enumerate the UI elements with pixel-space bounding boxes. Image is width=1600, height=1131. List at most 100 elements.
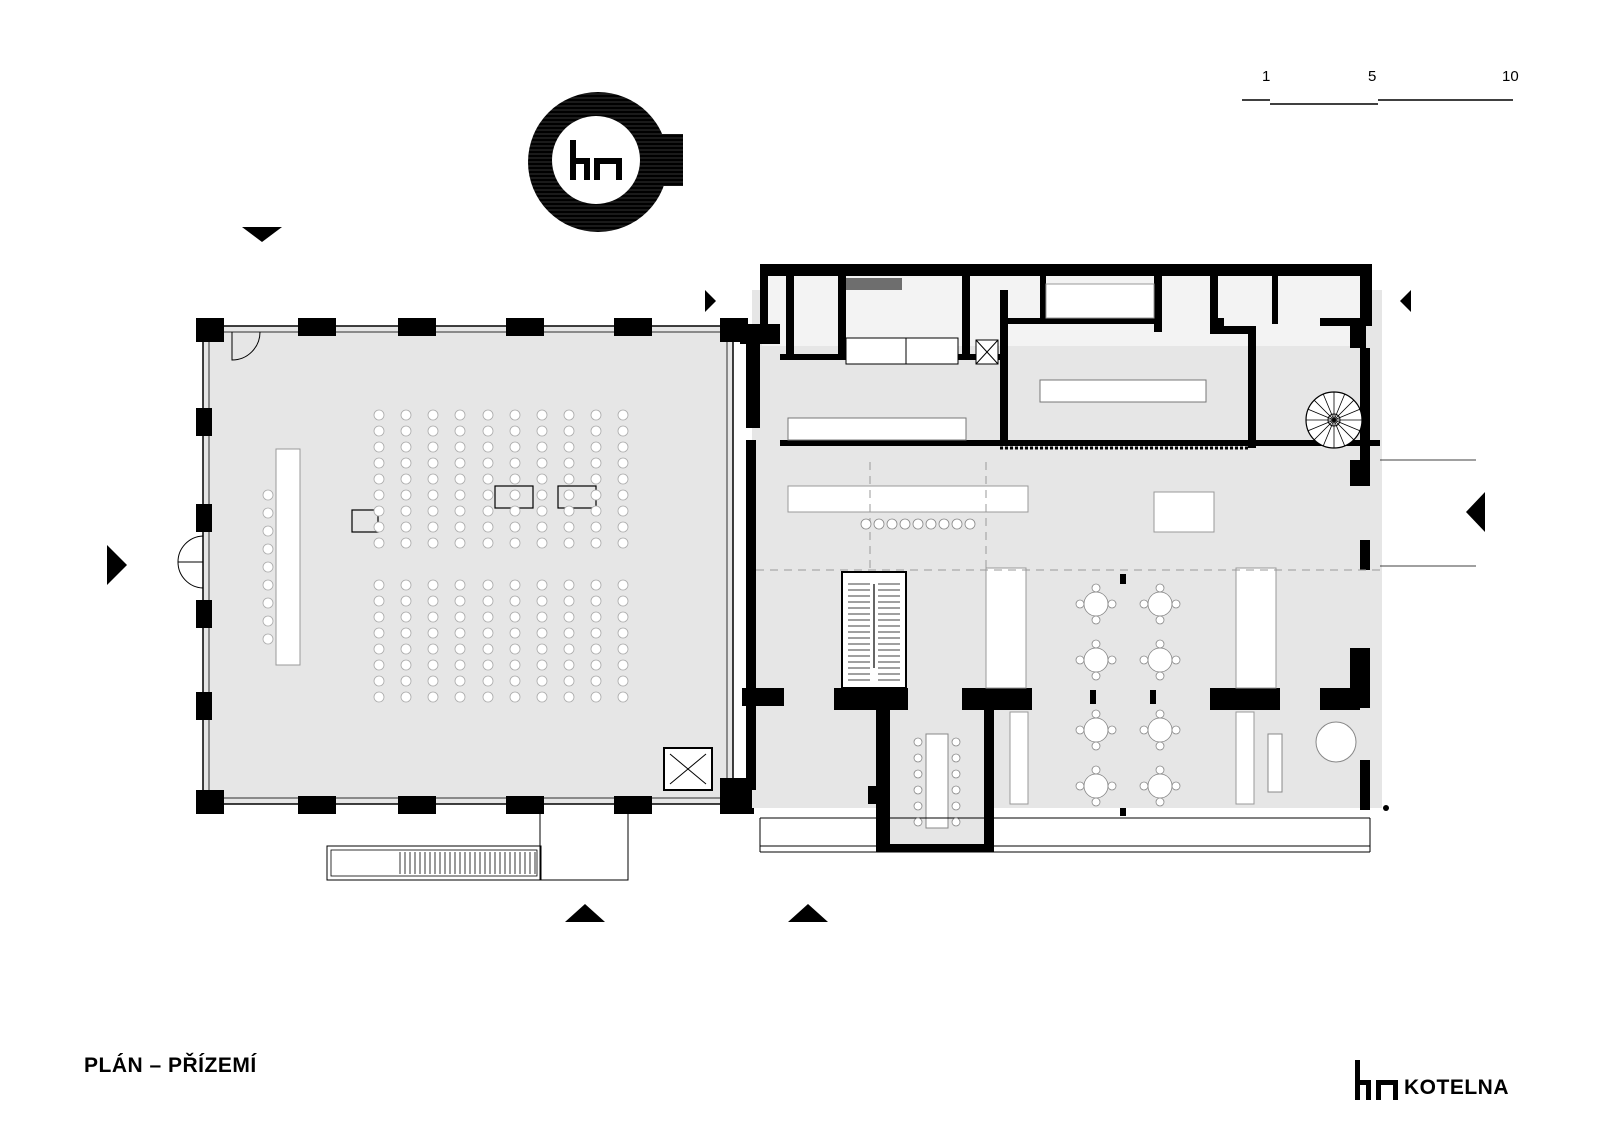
scale-label-10: 10 bbox=[1502, 68, 1519, 85]
hall-seat bbox=[373, 425, 385, 437]
hall-seat bbox=[590, 457, 602, 469]
meeting-table bbox=[925, 733, 949, 829]
hall-seat bbox=[482, 579, 494, 591]
meeting-chair bbox=[913, 769, 923, 779]
hall-seat bbox=[400, 595, 412, 607]
hall-seat bbox=[563, 505, 575, 517]
section-marker-left bbox=[107, 545, 127, 585]
hall-seat bbox=[563, 627, 575, 639]
hall-seat bbox=[454, 659, 466, 671]
hall-seat bbox=[400, 489, 412, 501]
hall-seat bbox=[536, 409, 548, 421]
hall-seat bbox=[617, 643, 629, 655]
chair bbox=[1155, 615, 1165, 625]
hall-seat bbox=[590, 643, 602, 655]
hall-seat bbox=[536, 441, 548, 453]
hall-seat bbox=[400, 691, 412, 703]
chair bbox=[1155, 709, 1165, 719]
hall-seat bbox=[454, 537, 466, 549]
hall-seat bbox=[373, 611, 385, 623]
hall-seat bbox=[400, 505, 412, 517]
hall-seat bbox=[454, 425, 466, 437]
hall-seat bbox=[617, 521, 629, 533]
chair bbox=[1075, 599, 1085, 609]
hall-seat bbox=[427, 691, 439, 703]
hall-seat bbox=[563, 675, 575, 687]
chair bbox=[1091, 709, 1101, 719]
hall-seat bbox=[617, 505, 629, 517]
hall-seat bbox=[482, 537, 494, 549]
spiral-stair-step bbox=[1307, 419, 1335, 432]
hall-seat bbox=[427, 457, 439, 469]
hall-seat bbox=[482, 409, 494, 421]
bar-counter-1 bbox=[787, 417, 967, 441]
chair bbox=[1155, 741, 1165, 751]
chair bbox=[1091, 583, 1101, 593]
hall-seat bbox=[400, 659, 412, 671]
hall-seat bbox=[373, 643, 385, 655]
section-marker-bottom-2 bbox=[788, 904, 828, 922]
hall-seat bbox=[590, 579, 602, 591]
chair bbox=[1107, 599, 1117, 609]
spiral-stair-step bbox=[1333, 408, 1361, 421]
kotelna-site-logo bbox=[528, 92, 683, 232]
hall-seat bbox=[427, 643, 439, 655]
meeting-chair bbox=[913, 817, 923, 827]
section-marker-right bbox=[1466, 492, 1485, 532]
bar-stool bbox=[899, 518, 911, 530]
hall-seat bbox=[427, 505, 439, 517]
hall-seat bbox=[482, 425, 494, 437]
hall-seat bbox=[482, 627, 494, 639]
hall-seat bbox=[400, 627, 412, 639]
bar-stool bbox=[925, 518, 937, 530]
hall-seat bbox=[590, 659, 602, 671]
chair bbox=[1139, 599, 1149, 609]
hall-seat bbox=[617, 473, 629, 485]
bar-stool bbox=[886, 518, 898, 530]
chair bbox=[1171, 781, 1181, 791]
hall-seat bbox=[536, 457, 548, 469]
hall-seat bbox=[617, 425, 629, 437]
hall-seat bbox=[617, 441, 629, 453]
chair bbox=[1091, 671, 1101, 681]
hall-seat bbox=[509, 579, 521, 591]
hall-seat bbox=[454, 489, 466, 501]
hall-seat bbox=[536, 425, 548, 437]
hall-seat bbox=[427, 441, 439, 453]
hall-seat bbox=[617, 579, 629, 591]
hall-seat bbox=[617, 659, 629, 671]
hall-seat bbox=[563, 579, 575, 591]
hall-seat bbox=[427, 579, 439, 591]
hall-seat bbox=[482, 441, 494, 453]
bar-stool bbox=[964, 518, 976, 530]
hall-seat bbox=[373, 521, 385, 533]
hall-seat bbox=[509, 675, 521, 687]
bar-stool bbox=[938, 518, 950, 530]
hall-seat bbox=[454, 595, 466, 607]
hall-seat bbox=[262, 543, 274, 555]
meeting-chair bbox=[913, 801, 923, 811]
hall-seat bbox=[482, 659, 494, 671]
hall-seat bbox=[454, 441, 466, 453]
chair bbox=[1091, 797, 1101, 807]
hall-seat bbox=[536, 659, 548, 671]
round-table bbox=[1083, 591, 1109, 617]
hall-seat bbox=[427, 425, 439, 437]
chair bbox=[1171, 725, 1181, 735]
hall-seat bbox=[454, 691, 466, 703]
hall-seat bbox=[590, 675, 602, 687]
hall-seat bbox=[590, 611, 602, 623]
hall-seat bbox=[536, 505, 548, 517]
hall-seat bbox=[509, 659, 521, 671]
hall-seat bbox=[454, 521, 466, 533]
exterior-stair bbox=[399, 852, 536, 874]
chair bbox=[1107, 655, 1117, 665]
hall-seat bbox=[617, 457, 629, 469]
wing-furniture bbox=[848, 392, 1362, 827]
hall-seat bbox=[262, 561, 274, 573]
hall-seat bbox=[427, 537, 439, 549]
hall-seat bbox=[617, 537, 629, 549]
hall-seat bbox=[536, 595, 548, 607]
right-wing bbox=[740, 264, 1476, 853]
